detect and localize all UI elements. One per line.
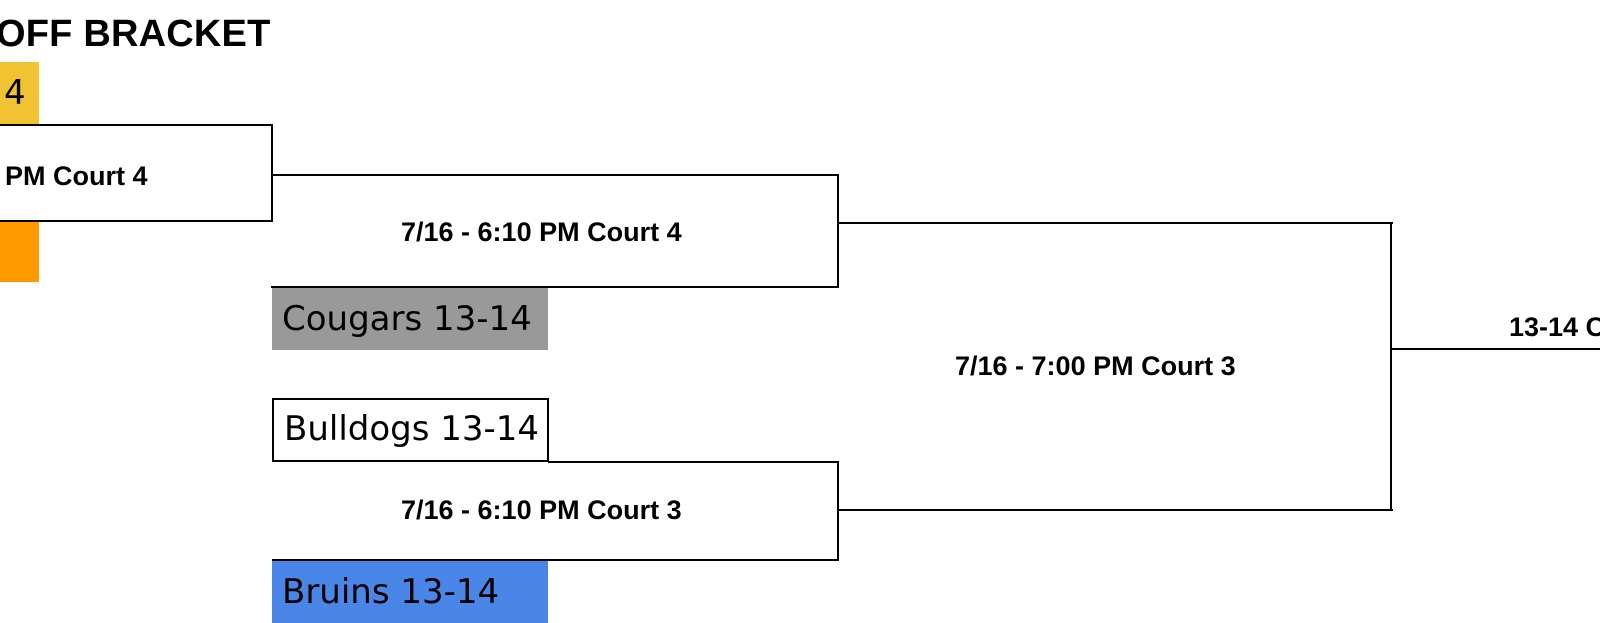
semi-top-to-final-line xyxy=(837,222,1393,224)
team-cougars-label: Cougars 13-14 xyxy=(282,299,532,339)
championship-label: 13-14 C xyxy=(1509,312,1600,342)
semi-top-right-line xyxy=(837,174,839,288)
final-vertical-line xyxy=(1390,222,1392,511)
team-bruins: Bruins 13-14 xyxy=(272,561,548,623)
team-bulldogs: Bulldogs 13-14 xyxy=(272,398,549,462)
bracket-title: OFF BRACKET xyxy=(0,13,271,55)
team-slot-gold: 4 xyxy=(0,62,39,124)
team-slot-orange xyxy=(0,220,39,282)
r1-game-label: PM Court 4 xyxy=(5,161,148,191)
semi-bottom-bottom-line xyxy=(272,559,839,561)
r1-bottom-line xyxy=(0,220,273,222)
semi-bottom-to-final-line xyxy=(837,509,1393,511)
semi-bottom-right-line xyxy=(837,461,839,561)
final-game-label: 7/16 - 7:00 PM Court 3 xyxy=(955,351,1236,381)
semi-bottom-game-label: 7/16 - 6:10 PM Court 3 xyxy=(401,495,682,525)
semi-bottom-top-line xyxy=(548,461,839,463)
semi-top-game-label: 7/16 - 6:10 PM Court 4 xyxy=(401,217,682,247)
r1-right-line xyxy=(271,124,273,222)
r1-top-line xyxy=(0,124,273,126)
team-cougars: Cougars 13-14 xyxy=(272,288,548,350)
r1-to-semi-line xyxy=(271,174,839,176)
final-to-champion-line xyxy=(1390,348,1600,350)
team-bulldogs-label: Bulldogs 13-14 xyxy=(284,409,540,449)
semi-top-bottom-line xyxy=(271,286,839,288)
team-bruins-label: Bruins 13-14 xyxy=(282,572,500,612)
team-slot-gold-label: 4 xyxy=(4,73,26,113)
